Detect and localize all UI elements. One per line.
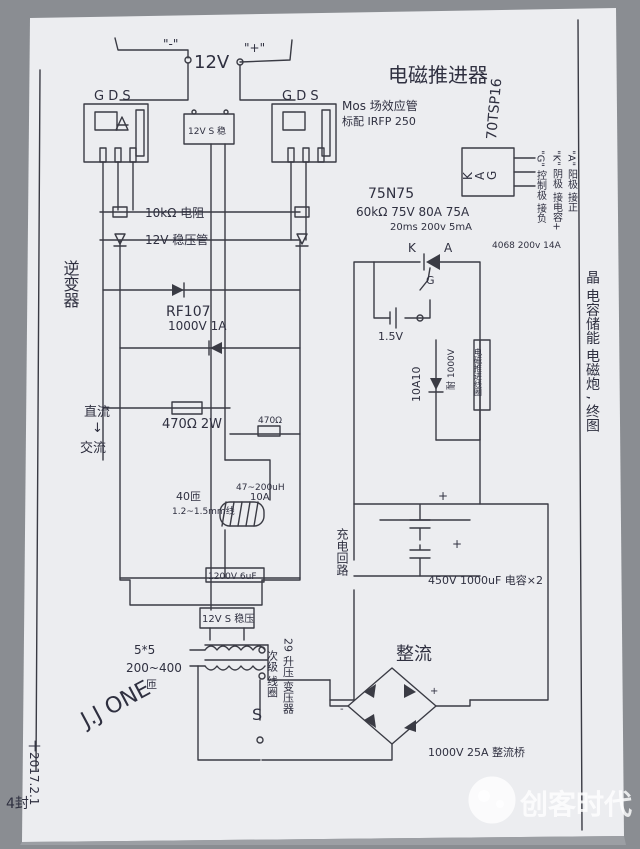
svg-text:创客时代: 创客时代 [519, 788, 632, 821]
svg-text:A: A [473, 171, 487, 180]
watermark-logo: 创客时代 [468, 776, 632, 824]
svg-text:G: G [485, 171, 499, 180]
frame-line [35, 69, 41, 771]
svg-text:+: + [452, 537, 462, 551]
date-note: 十2017.2.1 [27, 740, 41, 805]
frame-line-right [577, 19, 583, 831]
svg-text:-: - [340, 704, 344, 715]
svg-text:整流: 整流 [396, 644, 432, 665]
cap-1200v: 1200V 6uF [205, 567, 265, 583]
supply-neg-label: "-" [163, 37, 178, 51]
svg-text:29 升压 变压器: 29 升压 变压器 [282, 638, 295, 715]
paper-sheet [22, 8, 624, 842]
scr-package: 70TSP16 K A G "G" 控制极 接负 "K" 阴极 接电容+ "A"… [461, 78, 578, 231]
svg-text:10kΩ 电阻: 10kΩ 电阻 [145, 206, 204, 220]
vs-box-top: 12V S 稳 [183, 109, 235, 145]
svg-text:12V S 稳压: 12V S 稳压 [202, 612, 254, 625]
svg-text:匝: 匝 [146, 678, 157, 691]
svg-text:充电回路: 充电回路 [335, 527, 349, 577]
inductor-coil: 40匝 1.2~1.5mm线 47~200uH 10A [172, 483, 285, 527]
diode-rf107: RF107 1000V 1A [166, 282, 227, 333]
svg-text:电磁推进线圈: 电磁推进线圈 [474, 347, 483, 396]
mosfet-left: G D S [83, 89, 149, 163]
svg-text:47~200uH: 47~200uH [236, 483, 285, 493]
svg-text:470Ω: 470Ω [258, 416, 282, 426]
discharge-circuit: K A G 1.5V 10A10 耐 1000V 电磁推进线圈 + + 充电回路… [329, 241, 549, 701]
svg-text:70TSP16: 70TSP16 [484, 78, 505, 141]
right-margin-note: 晶 电容储能 电磁炮 , 终图 [584, 270, 600, 433]
mos-note-2: 标配 IRFP 250 [342, 114, 416, 128]
svg-text:1200V 6uF: 1200V 6uF [208, 572, 257, 582]
svg-text:1000V 25A 整流桥: 1000V 25A 整流桥 [428, 745, 525, 759]
svg-text:470Ω 2W: 470Ω 2W [162, 417, 222, 432]
scr-notes: 75N75 60kΩ 75V 80A 75A 20ms 200v 5mA 406… [356, 186, 562, 251]
resistor-10k: 10kΩ 电阻 [112, 206, 310, 220]
svg-text:40匝: 40匝 [176, 490, 201, 503]
svg-text:G: G [426, 274, 435, 287]
svg-text:"G" 控制极 接负: "G" 控制极 接负 [535, 150, 547, 224]
svg-text:A: A [444, 241, 453, 255]
svg-text:12V S 稳: 12V S 稳 [188, 125, 226, 137]
svg-text:12V 稳压管: 12V 稳压管 [145, 232, 208, 247]
svg-text:"K" 阴极 接电容+: "K" 阴极 接电容+ [551, 150, 563, 231]
vs-box-bottom: 12V S 稳压 [199, 607, 255, 641]
svg-text:+: + [438, 489, 448, 503]
svg-text:4068 200v 14A: 4068 200v 14A [492, 241, 562, 251]
paper-shadow [20, 836, 626, 845]
supply-pos-label: "+" [244, 41, 265, 55]
svg-text:↓: ↓ [92, 421, 103, 436]
svg-text:耐 1000V: 耐 1000V [445, 348, 457, 390]
mosfet-left-pins: G D S [94, 89, 131, 104]
svg-text:5*5: 5*5 [134, 643, 155, 657]
inverter-label: 逆变器 [61, 260, 80, 308]
svg-text:RF107: RF107 [166, 304, 211, 320]
diode-mid [208, 340, 222, 356]
svg-text:10A: 10A [250, 492, 270, 503]
svg-text:20ms 200v 5mA: 20ms 200v 5mA [390, 222, 472, 233]
svg-text:60kΩ 75V 80A 75A: 60kΩ 75V 80A 75A [356, 205, 470, 219]
transformer: 5*5 200~400 匝 29 升压 变压器 次级 线圈 S [126, 638, 331, 761]
svg-text:200~400: 200~400 [126, 661, 182, 675]
mos-note-1: Mos 场效应管 [342, 98, 418, 113]
supply-12v: "-" 12V "+" [114, 37, 296, 101]
resistor-470: 470Ω 2W 470Ω [162, 401, 282, 437]
zener-12v: 12V 稳压管 [113, 232, 309, 247]
svg-text:次级 线圈: 次级 线圈 [266, 649, 279, 698]
svg-text:直流: 直流 [84, 405, 110, 420]
diagram-title: 电磁推进器 [388, 63, 488, 87]
page-mark: 4封 [6, 796, 29, 812]
dc-ac-note: 直流 ↓ 交流 [80, 405, 110, 456]
svg-text:1.2~1.5mm线: 1.2~1.5mm线 [172, 505, 235, 517]
supply-voltage-label: 12V [194, 52, 230, 73]
svg-text:75N75: 75N75 [368, 186, 414, 202]
mosfet-right-pins: G D S [282, 89, 319, 104]
svg-text:K: K [408, 241, 417, 255]
svg-text:K: K [461, 171, 475, 180]
svg-text:10A10: 10A10 [410, 366, 423, 402]
rectifier-bridge: 整流 + - 1000V 25A 整流桥 [261, 644, 525, 761]
svg-text:1000V 1A: 1000V 1A [168, 319, 227, 333]
svg-text:S: S [252, 705, 262, 724]
svg-text:交流: 交流 [80, 440, 106, 456]
svg-text:+: + [430, 686, 438, 697]
svg-text:"A" 阳极 接正: "A" 阳极 接正 [566, 150, 578, 212]
svg-text:1.5V: 1.5V [378, 330, 403, 343]
svg-text:450V 1000uF 电容×2: 450V 1000uF 电容×2 [428, 573, 543, 587]
